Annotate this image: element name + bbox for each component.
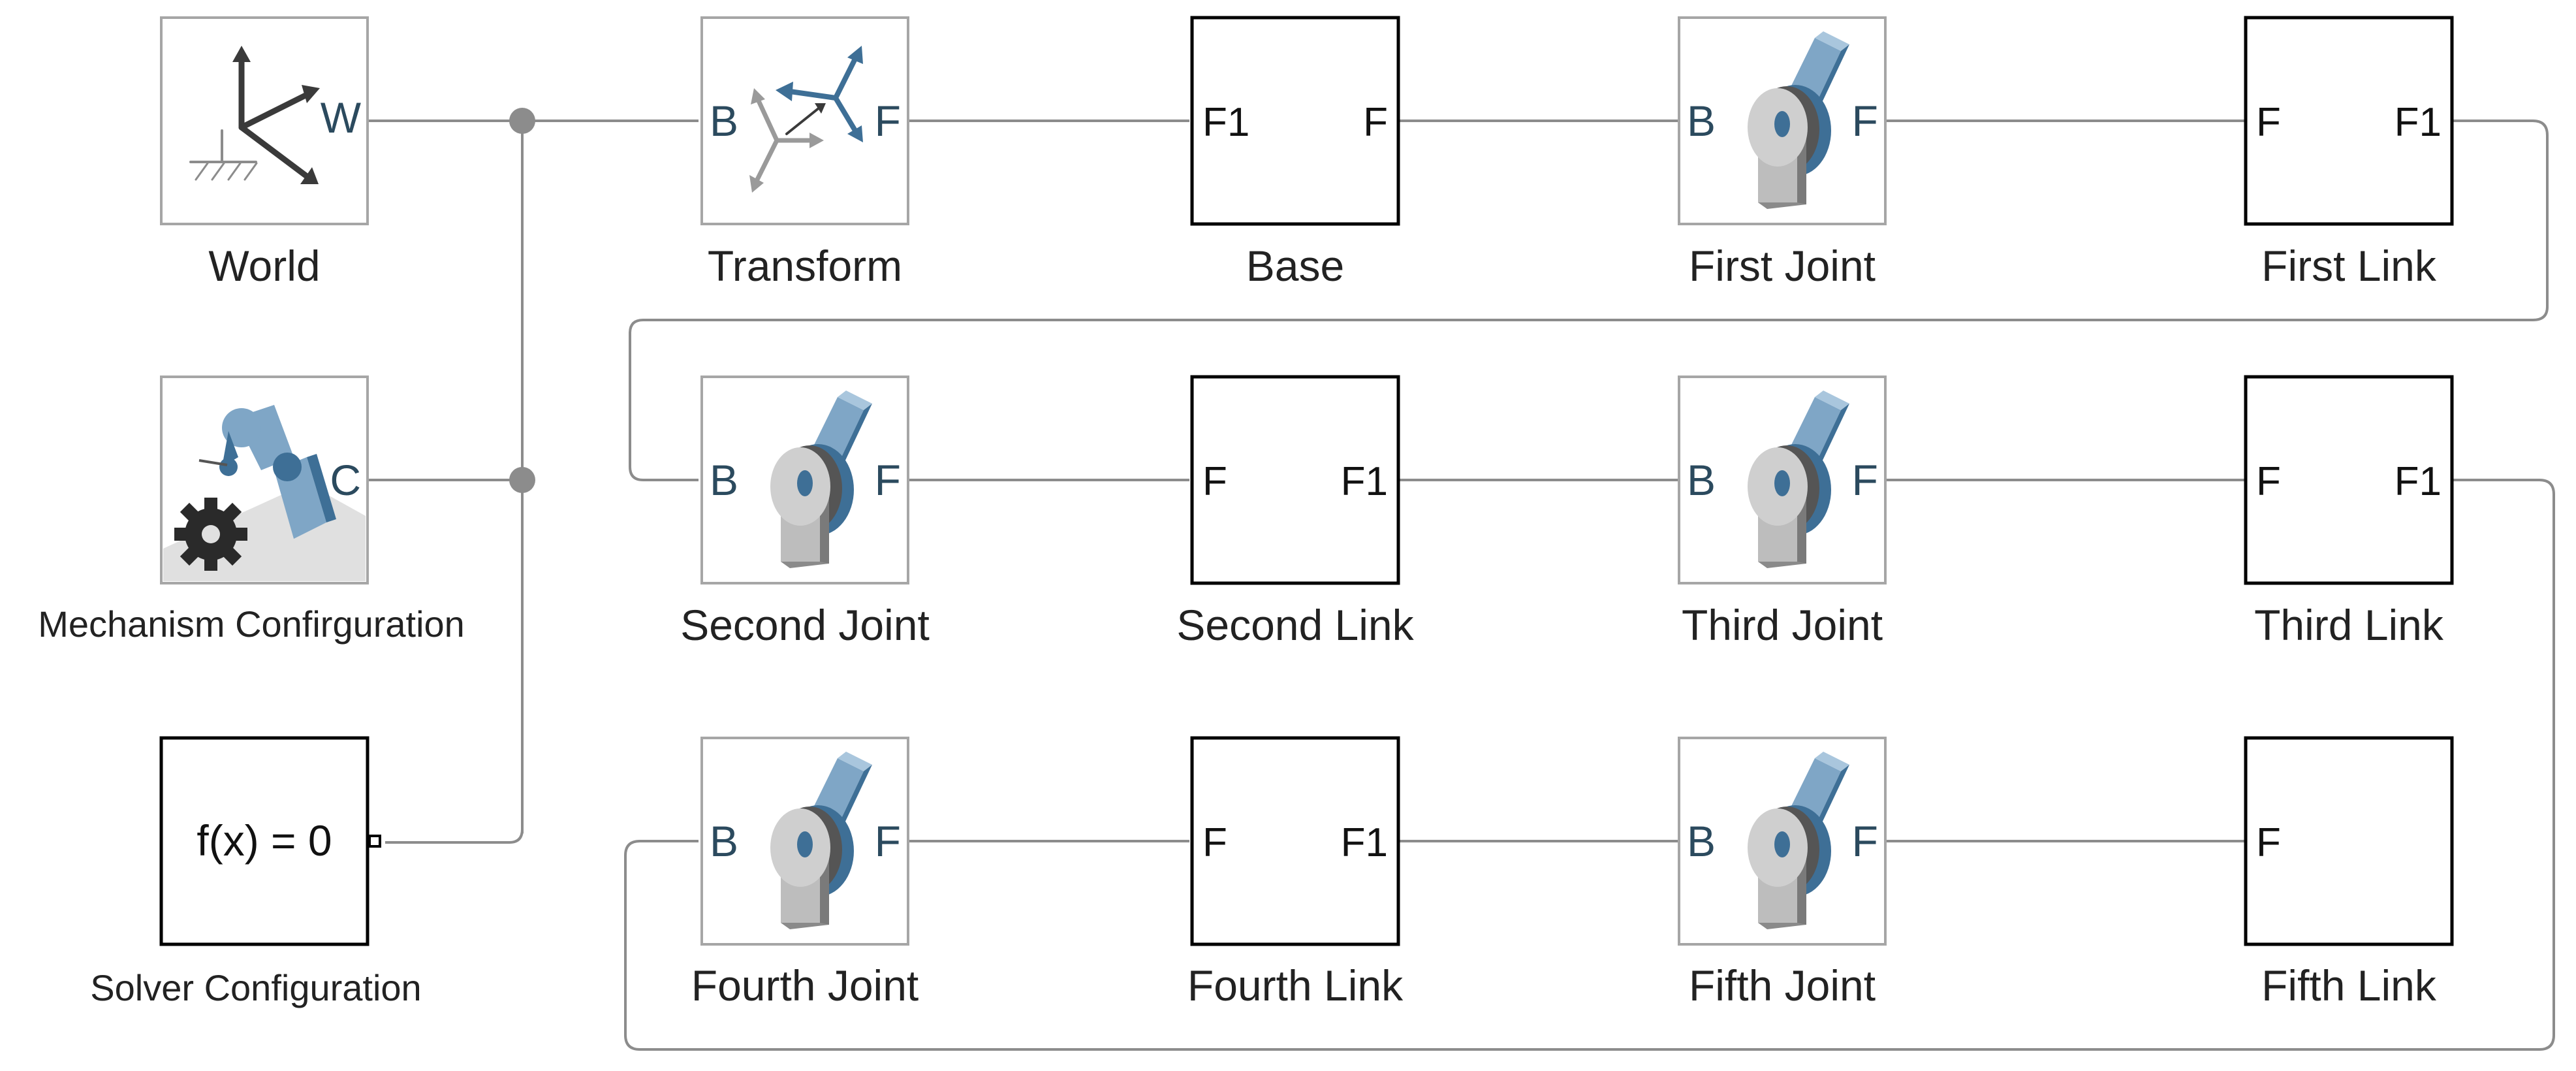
- third-joint-port-f: F: [1852, 456, 1878, 504]
- second-link-block[interactable]: F F1: [1190, 375, 1400, 585]
- base-port-f1: F1: [1202, 100, 1249, 145]
- first-link-port-f: F: [2256, 100, 2281, 145]
- first-link-label: First Link: [2261, 242, 2437, 290]
- mechanism-configuration-label: Mechanism Confirguration: [38, 603, 465, 645]
- solver-configuration-label: Solver Configuration: [90, 967, 421, 1008]
- branch-dot-top: [509, 108, 535, 134]
- third-link-port-f1: F1: [2395, 459, 2442, 504]
- fourth-link-label: Fourth Link: [1187, 961, 1404, 1010]
- fifth-link-label: Fifth Link: [2261, 961, 2437, 1010]
- branch-dot-middle: [509, 467, 535, 493]
- fifth-joint-block[interactable]: B F: [1678, 737, 1887, 946]
- world-label: World: [208, 242, 320, 290]
- line-third-link-fourth-joint: [624, 479, 2555, 1051]
- base-label: Base: [1246, 242, 1344, 290]
- fifth-joint-port-b: B: [1687, 817, 1716, 865]
- second-joint-port-f: F: [875, 456, 901, 504]
- world-port-w: W: [321, 93, 362, 142]
- first-joint-port-f: F: [1852, 97, 1878, 145]
- mechanism-configuration-block[interactable]: C: [160, 376, 369, 584]
- transform-port-f: F: [875, 97, 901, 145]
- fifth-link-block[interactable]: F: [2244, 736, 2454, 946]
- solver-port[interactable]: [368, 835, 381, 848]
- world-block[interactable]: W: [160, 16, 369, 225]
- third-joint-port-b: B: [1687, 456, 1716, 504]
- first-joint-port-b: B: [1687, 97, 1716, 145]
- mechanism-port-c: C: [330, 456, 361, 504]
- line-solver-branch: [385, 829, 524, 844]
- solver-equation: f(x) = 0: [196, 816, 332, 865]
- second-link-label: Second Link: [1176, 601, 1414, 649]
- base-port-f: F: [1363, 100, 1388, 145]
- rigid-transform-icon: [749, 46, 863, 193]
- solver-configuration-block[interactable]: f(x) = 0: [159, 736, 381, 946]
- second-joint-port-b: B: [710, 456, 738, 504]
- fourth-link-port-f1: F1: [1341, 820, 1388, 865]
- third-link-block[interactable]: F F1: [2244, 375, 2454, 585]
- first-link-block[interactable]: F F1: [2244, 16, 2454, 226]
- second-link-port-f: F: [1202, 459, 1227, 504]
- first-joint-label: First Joint: [1689, 242, 1876, 290]
- third-link-label: Third Link: [2254, 601, 2444, 649]
- first-joint-block[interactable]: B F: [1678, 16, 1887, 225]
- fourth-link-port-f: F: [1202, 820, 1227, 865]
- world-frame-icon: [189, 46, 320, 184]
- fourth-link-block[interactable]: F F1: [1190, 736, 1400, 946]
- third-joint-label: Third Joint: [1682, 601, 1883, 649]
- fourth-joint-label: Fourth Joint: [691, 961, 919, 1010]
- connection-lines: [368, 120, 2555, 1051]
- fourth-joint-port-b: B: [710, 817, 738, 865]
- transform-block[interactable]: B F: [700, 16, 909, 225]
- base-block[interactable]: F1 F: [1190, 16, 1400, 226]
- fourth-joint-port-f: F: [875, 817, 901, 865]
- line-first-link-second-joint: [629, 120, 2549, 481]
- first-link-port-f1: F1: [2395, 100, 2442, 145]
- fifth-joint-label: Fifth Joint: [1689, 961, 1876, 1010]
- fifth-joint-port-f: F: [1852, 817, 1878, 865]
- second-joint-label: Second Joint: [680, 601, 930, 649]
- third-joint-block[interactable]: B F: [1678, 376, 1887, 584]
- fourth-joint-block[interactable]: B F: [700, 737, 909, 946]
- second-link-port-f1: F1: [1341, 459, 1388, 504]
- transform-label: Transform: [708, 242, 902, 290]
- third-link-port-f: F: [2256, 459, 2281, 504]
- second-joint-block[interactable]: B F: [700, 376, 909, 584]
- transform-port-b: B: [710, 97, 738, 145]
- fifth-link-port-f: F: [2256, 820, 2281, 865]
- robot-arm-gear-icon: [163, 405, 366, 581]
